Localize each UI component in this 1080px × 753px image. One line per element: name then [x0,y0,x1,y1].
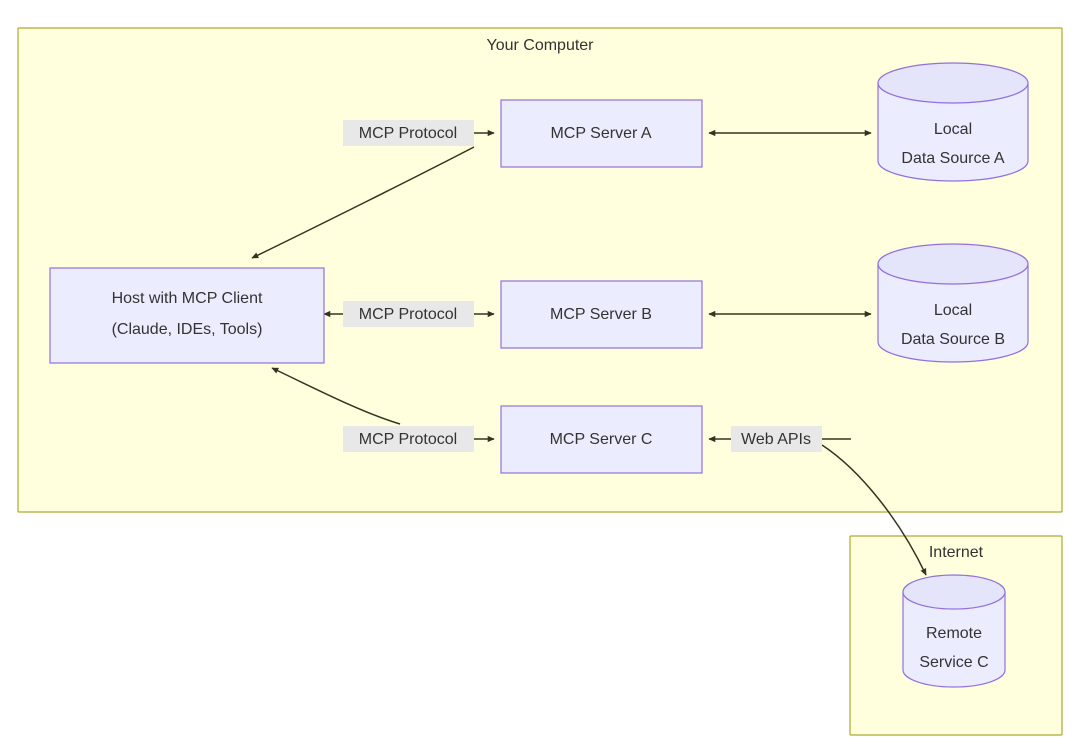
cluster-your-computer-label: Your Computer [486,37,594,54]
edge-label-mcp-protocol-c: MCP Protocol [343,426,474,452]
node-mcp-server-a-box[interactable] [500,99,703,168]
node-local-data-source-b-body[interactable] [877,263,1029,363]
node-mcp-server-c-label: MCP Server C [550,431,653,448]
node-local-data-source-a[interactable]: Local Data Source A [877,62,1029,182]
edge-label-web-apis: Web APIs [731,426,822,452]
cluster-your-computer: Your Computer [17,27,1063,513]
node-local-data-source-b[interactable]: Local Data Source B [877,243,1029,363]
node-host-with-mcp-client-box[interactable] [49,267,325,364]
node-remote-service-c-line2: Service C [919,654,988,671]
node-local-data-source-a-line1: Local [934,121,972,138]
node-local-data-source-b-top[interactable] [877,243,1029,285]
node-local-data-source-a-body[interactable] [877,82,1029,182]
edge-label-mcp-protocol-a-text: MCP Protocol [359,125,457,142]
node-mcp-server-b-box[interactable] [500,280,703,349]
node-mcp-server-a[interactable]: MCP Server A [500,99,703,168]
node-mcp-server-c-box[interactable] [500,405,703,474]
node-host-with-mcp-client-line2: (Claude, IDEs, Tools) [112,321,263,338]
node-mcp-server-b-label: MCP Server B [550,306,652,323]
node-remote-service-c[interactable]: Remote Service C [902,574,1006,688]
edge-host-server-c-curve [271,367,401,425]
edge-label-mcp-protocol-b-text: MCP Protocol [359,306,457,323]
edge-label-web-apis-text: Web APIs [741,431,811,448]
node-host-with-mcp-client-line1: Host with MCP Client [112,290,263,307]
cluster-your-computer-box [17,27,1063,513]
edge-label-mcp-protocol-a-bg [343,120,474,146]
edge-label-mcp-protocol-c-bg [343,426,474,452]
node-mcp-server-b[interactable]: MCP Server B [500,280,703,349]
edge-label-mcp-protocol-b: MCP Protocol [343,301,474,327]
edge-label-web-apis-bg [731,426,822,452]
node-remote-service-c-line1: Remote [926,625,982,642]
cluster-internet-label: Internet [929,544,984,561]
node-host-with-mcp-client[interactable]: Host with MCP Client (Claude, IDEs, Tool… [49,267,325,364]
node-local-data-source-b-line1: Local [934,302,972,319]
edge-host-server-a-curve [251,146,475,259]
edge-label-mcp-protocol-a: MCP Protocol [343,120,474,146]
node-remote-service-c-top[interactable] [902,574,1006,610]
node-mcp-server-c[interactable]: MCP Server C [500,405,703,474]
node-local-data-source-a-top[interactable] [877,62,1029,104]
edge-label-mcp-protocol-b-bg [343,301,474,327]
edge-server-c-remote-service-c-curve [821,444,927,576]
node-local-data-source-b-line2: Data Source B [901,331,1005,348]
node-mcp-server-a-label: MCP Server A [550,125,651,142]
edge-label-mcp-protocol-c-text: MCP Protocol [359,431,457,448]
node-remote-service-c-body[interactable] [902,591,1006,688]
node-local-data-source-a-line2: Data Source A [901,150,1005,167]
